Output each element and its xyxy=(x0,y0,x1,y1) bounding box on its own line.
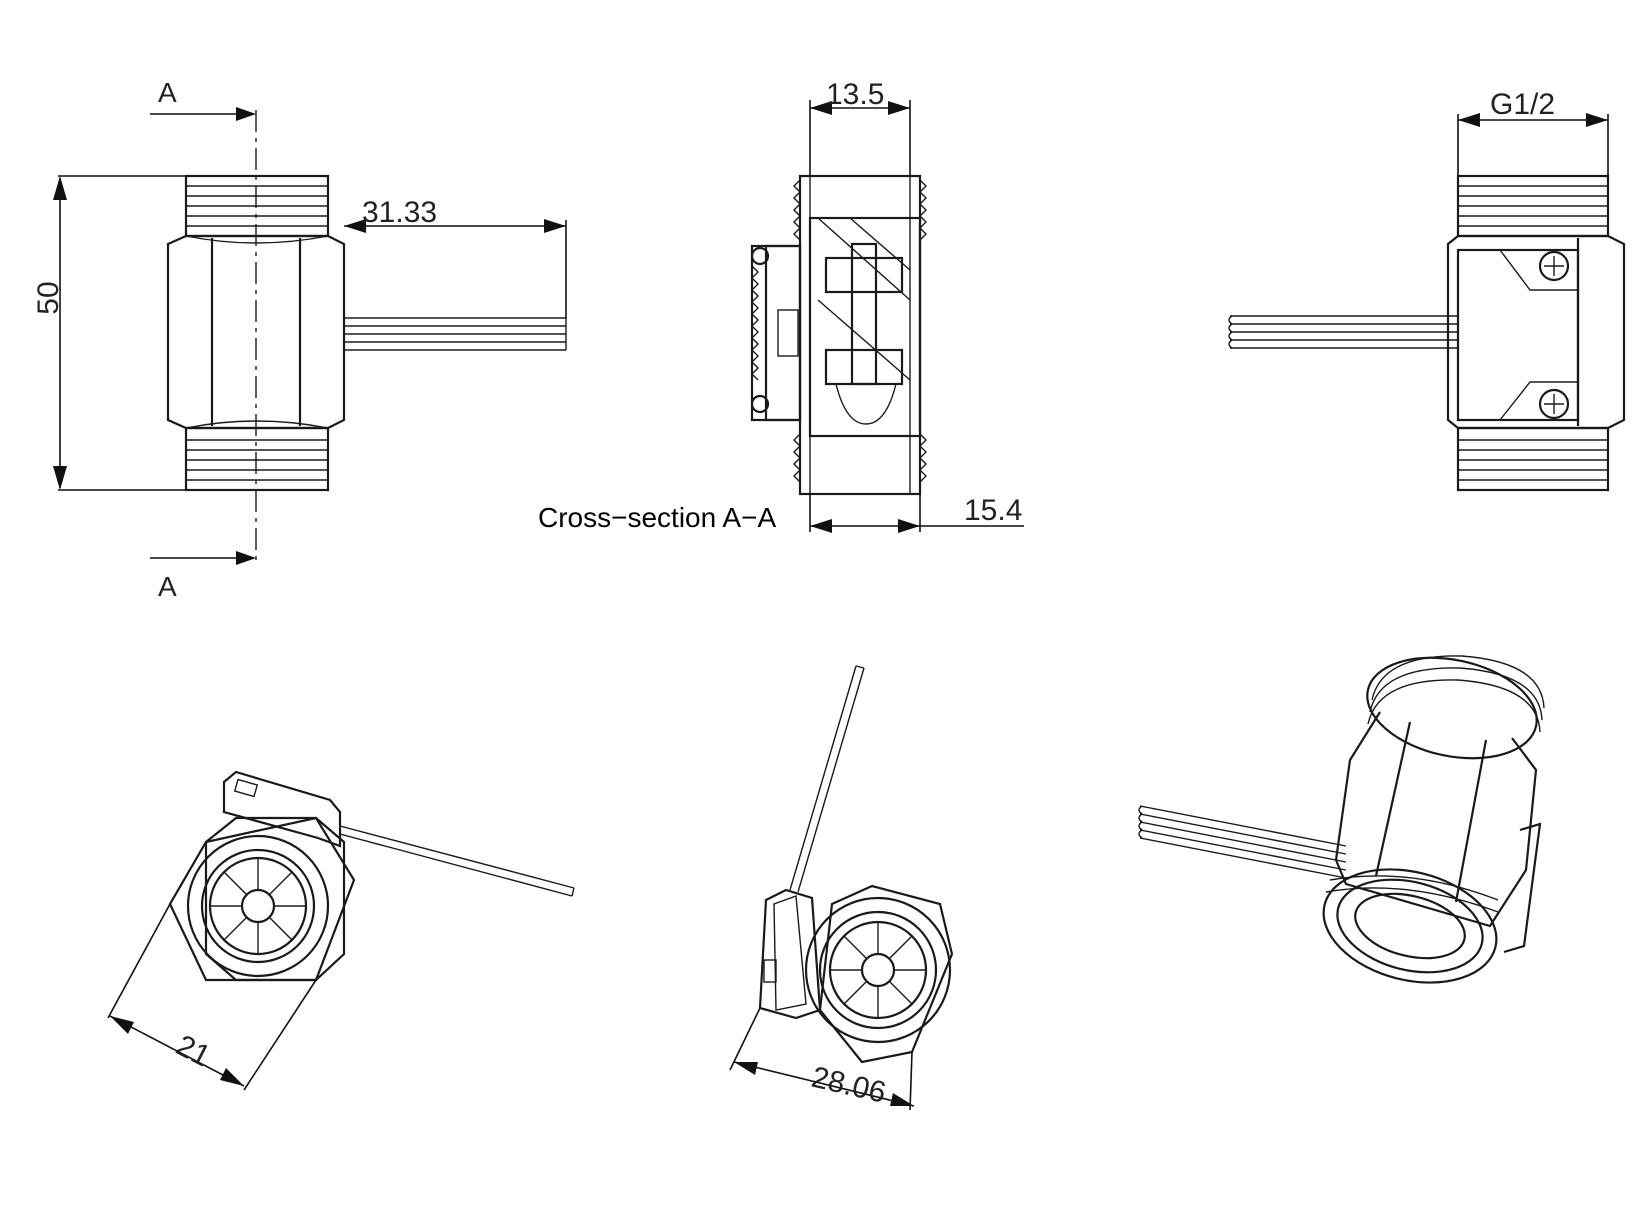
wire-bundle xyxy=(344,317,567,351)
height-value: 50 xyxy=(32,281,65,314)
body-depth-top-dimension: 13.5 xyxy=(809,78,911,176)
top-thread xyxy=(184,174,330,238)
screw-bottom xyxy=(1538,388,1570,420)
section-marker-bottom: A xyxy=(158,571,177,602)
section-marker-top: A xyxy=(158,77,177,108)
cross-section-view: 13.5 15.4 xyxy=(750,78,1024,533)
iso-view-right xyxy=(1138,655,1545,984)
thread-dimension: G1/2 xyxy=(1457,88,1609,176)
screw-top xyxy=(1538,250,1570,282)
hex-body xyxy=(166,234,346,430)
side-view: G1/2 xyxy=(1228,88,1626,492)
wire-length-dimension: 31.33 xyxy=(344,196,567,318)
wire-length-value: 31.33 xyxy=(362,196,437,229)
front-view: A A xyxy=(32,77,567,602)
hex-corner-dimension: 28.06 xyxy=(729,1007,915,1111)
body-depth-bottom-dimension: 15.4 xyxy=(809,494,1024,533)
bottom-thread xyxy=(184,426,330,492)
cross-section-caption: Cross−section A−A xyxy=(538,502,777,533)
thread-value: G1/2 xyxy=(1490,88,1555,121)
body-depth-top-value: 13.5 xyxy=(826,78,884,111)
body-depth-bottom-value: 15.4 xyxy=(964,494,1022,527)
hex-corner-value: 28.06 xyxy=(808,1061,889,1110)
iso-view-middle: 28.06 xyxy=(729,665,954,1111)
hex-flat-value: 21 xyxy=(171,1029,216,1074)
iso-view-left: 21 xyxy=(107,770,575,1091)
height-dimension: 50 xyxy=(32,175,186,491)
